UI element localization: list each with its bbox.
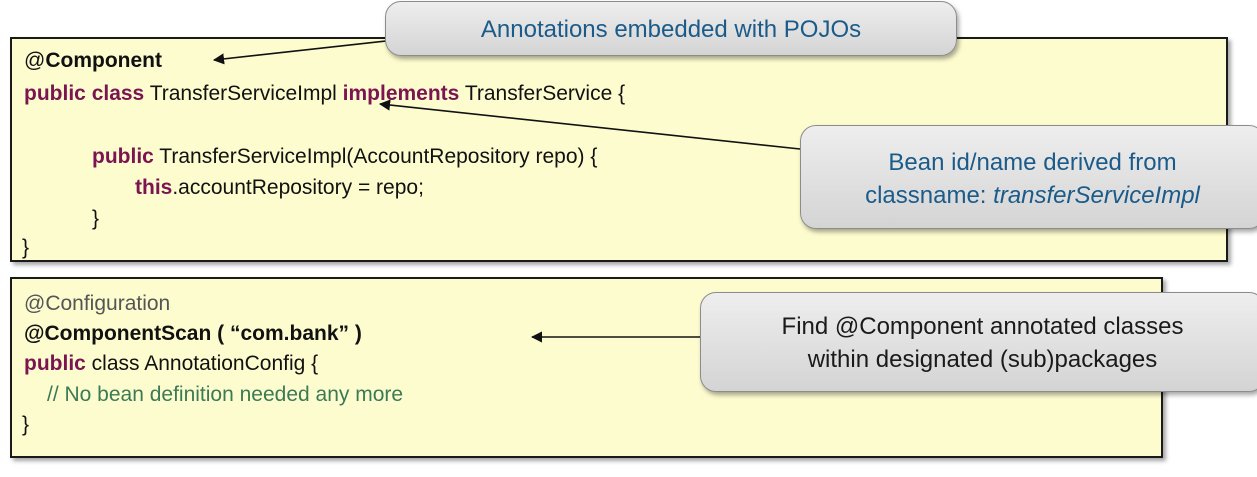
class-name: TransferServiceImpl <box>144 82 343 105</box>
keyword-public: public <box>92 145 154 168</box>
bean-name-arrow <box>378 99 801 150</box>
keyword-public: public <box>24 352 86 375</box>
code-comment: // No bean definition needed any more <box>47 383 404 406</box>
component-annotation-line: @Component <box>24 48 162 74</box>
component-scan-annotation: @ComponentScan ( “com.bank” ) <box>24 322 362 345</box>
constructor-closing-brace: } <box>92 207 100 230</box>
bean-callout-line2: classname: transferServiceImpl <box>801 179 1257 212</box>
bean-callout-prefix: classname: <box>865 182 994 209</box>
class-closing-brace: } <box>22 236 30 259</box>
assignment-statement: .accountRepository = repo; <box>172 176 424 199</box>
pojos-callout: Annotations embedded with POJOs <box>385 1 957 56</box>
interface-name: TransferService { <box>459 82 626 105</box>
bean-callout-bean-name: transferServiceImpl <box>993 182 1200 209</box>
constructor-line: public TransferServiceImpl(AccountReposi… <box>92 144 597 170</box>
config-class-declaration: class AnnotationConfig { <box>85 352 319 375</box>
at-sign: @ <box>24 49 46 72</box>
pojos-callout-text: Annotations embedded with POJOs <box>480 16 862 43</box>
keyword-class: class <box>91 82 145 105</box>
constructor-signature: TransferServiceImpl(AccountRepository re… <box>153 145 598 168</box>
keyword-implements: implements <box>342 82 460 105</box>
pojos-arrow <box>212 40 387 65</box>
config-closing-brace: } <box>22 413 30 436</box>
scan-callout-line1: Find @Component annotated classes <box>781 313 1184 340</box>
keyword-this: this <box>135 176 173 199</box>
bean-callout-line1: Bean id/name derived from <box>888 149 1177 176</box>
keyword-public: public <box>24 82 86 105</box>
bean-name-callout: Bean id/name derived from classname: tra… <box>800 125 1257 229</box>
component-scan-callout: Find @Component annotated classes within… <box>700 292 1257 392</box>
component-annotation: Component <box>45 49 162 72</box>
assignment-line: this.accountRepository = repo; <box>135 175 424 201</box>
scan-callout-line2: within designated (sub)packages <box>807 346 1158 373</box>
config-class-line: public class AnnotationConfig { <box>24 351 318 377</box>
class-declaration-line: public class TransferServiceImpl impleme… <box>24 81 625 107</box>
configuration-annotation: @Configuration <box>24 292 171 315</box>
